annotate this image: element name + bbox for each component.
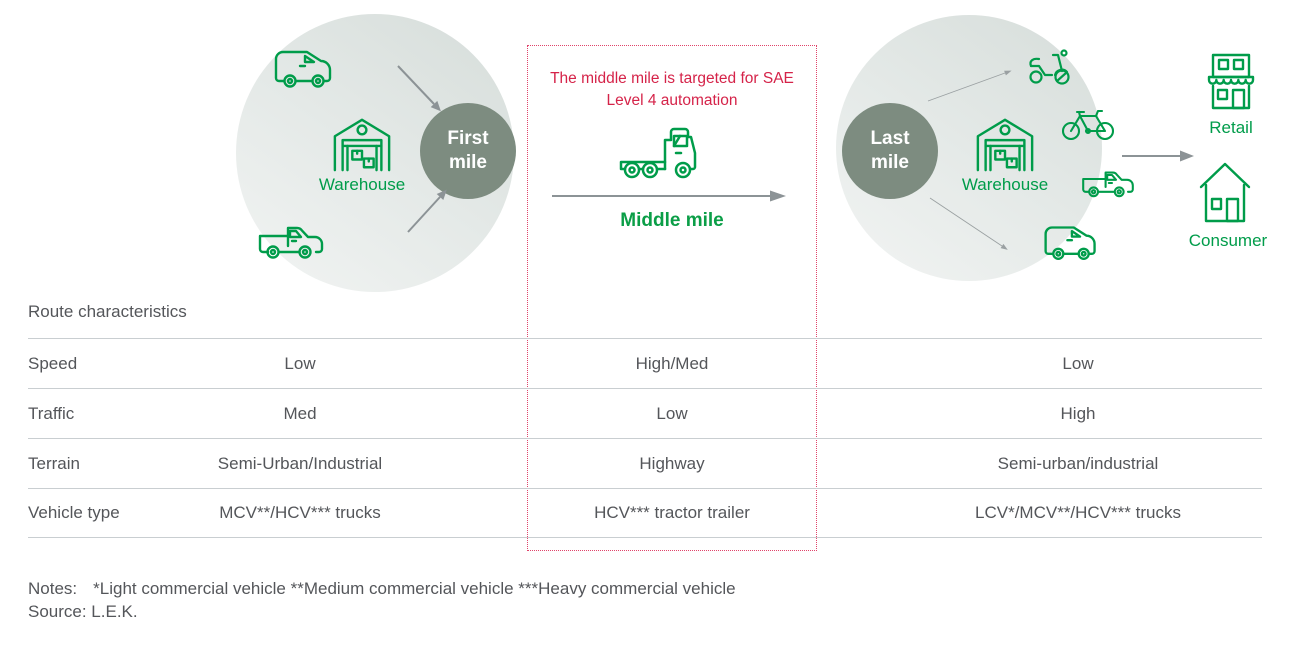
consumer-label: Consumer [1188,231,1268,250]
last-mile-value: LCV*/MCV**/HCV*** trucks [975,503,1181,522]
first-mile-value: MCV**/HCV*** trucks [219,503,381,522]
table-row-traffic: Traffic Med Low High [28,388,1262,438]
retail-label: Retail [1209,118,1253,137]
first-mile-label: First mile [447,128,489,173]
last-mile-label: Last mile [870,128,910,173]
last-mile-value: High [1060,403,1096,423]
notes-line: Notes: *Light commercial vehicle **Medium… [28,577,736,600]
warehouse-icon [331,116,393,172]
middle-mile-value: Highway [639,453,705,473]
warehouse-icon [974,116,1036,172]
warehouse-label: Warehouse [961,175,1049,194]
warehouse-label: Warehouse [318,175,406,194]
row-label: Speed [28,353,78,373]
source-line: Source: L.E.K. [28,602,138,621]
arrow-icon [929,197,1008,250]
scooter-icon [1028,47,1072,85]
last-mile-value: Semi-urban/industrial [997,453,1159,473]
first-mile-value: Med [283,403,317,423]
first-mile-value: Low [284,353,316,373]
arrow-icon [407,189,447,233]
row-label: Terrain [28,453,80,473]
flow-arrows [397,65,1194,250]
middle-mile-value: High/Med [635,353,709,373]
table-row-speed: Speed Low High/Med Low [28,338,1262,388]
delivery-van-icon [1042,221,1100,263]
row-label: Vehicle type [28,503,120,522]
last-mile-value: Low [1062,353,1094,373]
delivery-van-icon [271,45,337,91]
arrow-icon [552,190,786,202]
retail-store-icon [1206,52,1256,110]
bicycle-icon [1062,106,1114,140]
notes-text: *Light commercial vehicle **Medium comme… [93,579,736,598]
house-icon [1199,161,1251,223]
arrow-icon [1122,150,1194,162]
arrow-icon [397,65,441,112]
middle-mile-value: HCV*** tractor trailer [594,503,750,522]
middle-mile-label: Middle mile [620,210,724,231]
row-label: Traffic [28,403,75,423]
first-mile-circle: First mile [420,103,516,199]
middle-mile-value: Low [656,403,688,423]
first-mile-value: Semi-Urban/Industrial [217,453,383,473]
route-characteristics-table: Speed Low High/Med Low Traffic Med Low H… [28,338,1262,538]
table-row-vehicle-type: Vehicle type MCV**/HCV*** trucks HCV*** … [28,488,1262,538]
middle-mile-callout: The middle mile is targeted for SAE Leve… [550,70,794,110]
tractor-truck-icon [615,124,711,184]
last-mile-circle: Last mile [842,103,938,199]
middle-mile-highlight-box [527,45,817,551]
notes-label: Notes: [28,579,78,598]
arrow-icon [927,70,1012,102]
pickup-truck-icon [1080,166,1136,200]
footnotes: Notes: *Light commercial vehicle **Medium… [28,577,736,623]
pickup-truck-icon [256,220,326,262]
table-row-terrain: Terrain Semi-Urban/Industrial Highway Se… [28,438,1262,488]
table-title: Route characteristics [28,302,187,321]
